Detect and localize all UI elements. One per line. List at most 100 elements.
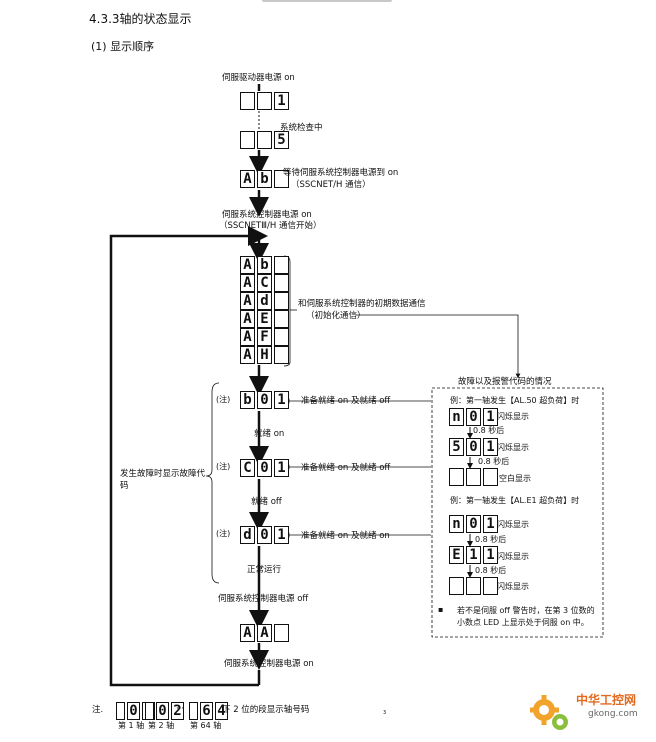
lcd-digit: E xyxy=(257,310,272,328)
footer-note-label: 注. xyxy=(92,705,104,715)
section-title: 4.3.3轴的状态显示 xyxy=(89,12,192,26)
lcd-digit: 0 xyxy=(466,408,481,426)
flash-label: 闪烁显示 xyxy=(497,443,529,452)
lcd-axis-64: 6 4 xyxy=(189,702,230,720)
ctrl-off-label: 伺服系统控制器电源 off xyxy=(218,594,309,604)
ready-on-on-text: 准备就绪 on 及就绪 on xyxy=(301,531,390,541)
lcd-digit: A xyxy=(240,292,255,310)
lcd-digit: 1 xyxy=(274,92,289,110)
lcd-digit: 0 xyxy=(257,391,272,409)
lcd-digit: 0 xyxy=(257,526,272,544)
lcd-b01: b 0 1 xyxy=(240,391,291,409)
lcd-digit xyxy=(483,468,498,486)
gkong-watermark: 中华工控网 gkong.com xyxy=(529,688,650,742)
lcd-digit xyxy=(240,92,255,110)
lcd-digit: A xyxy=(257,624,272,642)
lcd-axis-2: 0 2 xyxy=(145,702,186,720)
lcd-digit: H xyxy=(257,346,272,364)
lcd-digit xyxy=(274,256,289,274)
lcd-digit: A xyxy=(240,170,255,188)
normal-run-label: 正常运行 xyxy=(247,565,282,575)
lcd-digit: A xyxy=(240,624,255,642)
lcd-digit xyxy=(274,310,289,328)
lcd-digit: 6 xyxy=(200,702,213,720)
lcd-digit xyxy=(449,577,464,595)
ctrl-on-final: 伺服系统控制器电源 on xyxy=(224,659,314,669)
lcd-digit: b xyxy=(240,391,255,409)
lcd-digit xyxy=(257,131,272,149)
lcd-digit: 1 xyxy=(483,438,498,456)
lcd-digit: n xyxy=(449,408,464,426)
lcd-digit: A xyxy=(240,256,255,274)
ready-on-text: 准备就绪 on 及就绪 off xyxy=(301,396,391,406)
flash-label: 闪烁显示 xyxy=(497,412,529,421)
lcd-init-af: A F xyxy=(240,328,291,346)
lcd-digit: 1 xyxy=(274,391,289,409)
lcd-digit: b xyxy=(257,256,272,274)
lcd-d01: d 0 1 xyxy=(240,526,291,544)
lcd-digit: 1 xyxy=(483,515,498,533)
ctrl-on-line1: 伺服系统控制器电源 on xyxy=(222,210,312,220)
lcd-digit xyxy=(189,702,198,720)
after-label: 0.8 秒后 xyxy=(478,457,510,466)
lcd-digit: C xyxy=(240,459,255,477)
lcd-blank xyxy=(449,468,500,486)
lcd-digit: 1 xyxy=(274,459,289,477)
lcd-init-ad: A d xyxy=(240,292,291,310)
wait-line2: （SSCNET/H 通信） xyxy=(291,180,371,190)
lcd-digit xyxy=(466,468,481,486)
lcd-digit xyxy=(274,328,289,346)
lcd-digit: 1 xyxy=(483,408,498,426)
lcd-init-ah: A H xyxy=(240,346,291,364)
lcd-digit: 2 xyxy=(171,702,184,720)
lcd-digit xyxy=(274,170,289,188)
lcd-check: 5 xyxy=(240,131,291,149)
lcd-digit: A xyxy=(240,274,255,292)
watermark-brand: 中华工控网 xyxy=(576,693,637,707)
lcd-digit: d xyxy=(240,526,255,544)
lcd-digit: n xyxy=(449,515,464,533)
lcd-wait: A b xyxy=(240,170,291,188)
after-label: 0.8 秒后 xyxy=(475,566,507,575)
lcd-digit xyxy=(483,577,498,595)
lcd-digit: A xyxy=(240,346,255,364)
alarm-example-2: 例：第一轴发生【AL.E1 超负荷】时 xyxy=(450,496,580,505)
note-mark: (注) xyxy=(216,395,231,404)
axis-1-label: 第 1 轴 xyxy=(118,721,145,730)
lcd-e11: E 1 1 xyxy=(449,546,500,564)
lcd-digit xyxy=(466,577,481,595)
lcd-digit: A xyxy=(240,328,255,346)
after-label: 0.8 秒后 xyxy=(473,426,505,435)
note-mark: (注) xyxy=(216,462,231,471)
lcd-init-ac: A C xyxy=(240,274,291,292)
lcd-blank-2 xyxy=(449,577,500,595)
system-check-label: 系统检查中 xyxy=(280,123,323,133)
wait-line1: 等待伺服系统控制器电源到 on xyxy=(283,168,399,178)
lcd-aa: A A xyxy=(240,624,291,642)
axis-2-label: 第 2 轴 xyxy=(148,721,175,730)
servo-off-label: 就绪 off xyxy=(251,497,282,507)
lcd-digit: E xyxy=(449,546,464,564)
fault-label-1: 发生故障时显示故障代 xyxy=(120,469,206,479)
lcd-n01b: n 0 1 xyxy=(449,515,500,533)
fault-label-2: 码 xyxy=(120,481,129,491)
lcd-digit: d xyxy=(257,292,272,310)
ready-off-text: 准备就绪 on 及就绪 off xyxy=(301,463,391,473)
lcd-digit: A xyxy=(240,310,255,328)
lcd-init: 1 xyxy=(240,92,291,110)
note-line-2: 小数点 LED 上显示处于伺服 on 中。 xyxy=(457,618,589,627)
lcd-digit xyxy=(116,702,125,720)
lcd-digit xyxy=(274,274,289,292)
lcd-digit: 5 xyxy=(274,131,289,149)
flash-label: 闪烁显示 xyxy=(497,552,529,561)
lcd-init-ae: A E xyxy=(240,310,291,328)
lcd-digit: C xyxy=(257,274,272,292)
power-on-label: 伺服驱动器电源 on xyxy=(222,73,295,83)
lcd-digit: 1 xyxy=(483,546,498,564)
page-mark: 3 xyxy=(383,710,387,716)
lcd-digit xyxy=(145,702,154,720)
note-line-1: 若不是伺服 off 警告时，在第 3 位数的 xyxy=(457,606,595,615)
lcd-init-ab: A b xyxy=(240,256,291,274)
lcd-digit: 0 xyxy=(127,702,140,720)
lcd-digit: 0 xyxy=(466,515,481,533)
